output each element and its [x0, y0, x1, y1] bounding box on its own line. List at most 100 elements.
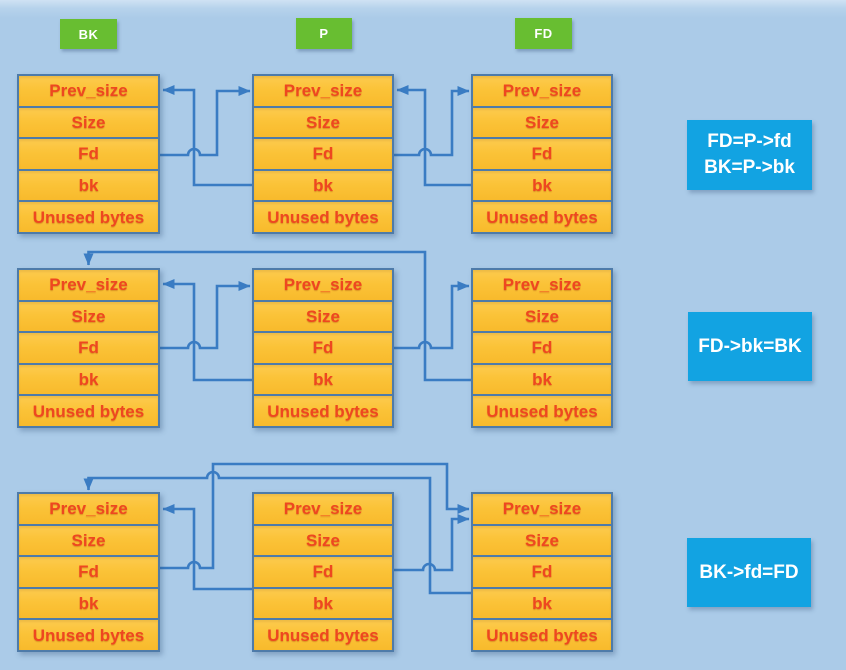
field-label: Unused bytes [486, 207, 598, 227]
field-unused-bytes: Unused bytes [473, 394, 611, 426]
field-label: bk [313, 594, 333, 614]
field-unused-bytes: Unused bytes [19, 200, 158, 232]
field-bk: bk [473, 168, 611, 201]
field-label: Unused bytes [486, 401, 598, 421]
arrow-step3-p-fd-to-fd [394, 514, 470, 572]
field-label: bk [78, 594, 99, 614]
operation-text: FD->bk=BK [698, 335, 802, 357]
field-label: Size [71, 306, 106, 326]
field-label: Prev_size [49, 81, 128, 101]
field-prev-size: Prev_size [254, 76, 392, 106]
field-fd: Fd [254, 137, 392, 169]
field-label: Unused bytes [267, 207, 379, 227]
field-label: Unused bytes [267, 625, 379, 645]
field-label: Size [305, 530, 341, 550]
arrow-step3-p-bk-to-bk [162, 504, 252, 591]
field-prev-size: Prev_size [19, 494, 158, 524]
field-label: Fd [78, 562, 99, 582]
field-size: Size [473, 299, 611, 332]
field-label: Prev_size [502, 81, 582, 101]
field-fd: Fd [473, 137, 611, 169]
field-size: Size [19, 105, 158, 138]
arrow-step1-bk-fd-to-p [160, 86, 251, 157]
column-tag-p: P [296, 18, 352, 49]
field-bk: bk [19, 362, 158, 395]
field-fd: Fd [254, 331, 392, 363]
arrow-step2-p-fd-to-fd [394, 281, 470, 350]
field-label: Unused bytes [267, 401, 379, 421]
field-label: bk [313, 370, 333, 390]
field-bk: bk [254, 586, 392, 619]
field-label: Fd [312, 338, 334, 358]
field-label: Unused bytes [32, 625, 145, 645]
field-unused-bytes: Unused bytes [254, 394, 392, 426]
field-label: Prev_size [502, 499, 582, 519]
field-size: Size [19, 523, 158, 556]
field-label: Fd [531, 338, 553, 358]
field-size: Size [19, 299, 158, 332]
field-unused-bytes: Unused bytes [473, 200, 611, 232]
field-prev-size: Prev_size [254, 270, 392, 300]
operation-text: BK->fd=FD [699, 561, 799, 583]
field-label: Size [71, 530, 106, 550]
field-prev-size: Prev_size [19, 270, 158, 300]
field-fd: Fd [254, 555, 392, 587]
column-tag-fd: FD [515, 18, 572, 49]
field-label: bk [78, 176, 99, 196]
column-tag-bk: BK [60, 19, 117, 49]
field-label: bk [78, 370, 99, 390]
field-label: Prev_size [49, 275, 128, 295]
field-unused-bytes: Unused bytes [19, 618, 158, 650]
operation-label-step3: BK->fd=FD [687, 538, 811, 607]
field-label: Size [524, 306, 560, 326]
field-size: Size [254, 105, 392, 138]
field-label: Fd [312, 562, 334, 582]
field-label: bk [532, 594, 552, 614]
arrow-step2-bk-fd-to-p [160, 281, 251, 350]
field-label: Prev_size [502, 275, 582, 295]
field-fd: Fd [19, 137, 158, 169]
operation-label-step2: FD->bk=BK [688, 312, 812, 381]
field-fd: Fd [473, 555, 611, 587]
arrow-step1-p-fd-to-fd [394, 86, 470, 157]
field-bk: bk [19, 168, 158, 201]
field-fd: Fd [19, 331, 158, 363]
field-prev-size: Prev_size [473, 76, 611, 106]
field-prev-size: Prev_size [473, 494, 611, 524]
field-label: Size [305, 112, 341, 132]
field-label: bk [313, 176, 333, 196]
field-label: Size [524, 530, 560, 550]
field-label: Prev_size [49, 499, 128, 519]
field-fd: Fd [473, 331, 611, 363]
arrow-step2-p-bk-to-bk [162, 279, 252, 382]
field-label: Unused bytes [32, 401, 145, 421]
field-bk: bk [19, 586, 158, 619]
field-size: Size [254, 523, 392, 556]
field-label: Fd [78, 144, 99, 164]
field-prev-size: Prev_size [19, 76, 158, 106]
field-unused-bytes: Unused bytes [254, 618, 392, 650]
field-prev-size: Prev_size [473, 270, 611, 300]
field-bk: bk [473, 586, 611, 619]
field-label: Fd [312, 144, 334, 164]
field-label: Fd [531, 562, 553, 582]
field-bk: bk [254, 362, 392, 395]
field-label: Unused bytes [486, 625, 598, 645]
field-label: bk [532, 176, 552, 196]
field-size: Size [473, 523, 611, 556]
field-unused-bytes: Unused bytes [473, 618, 611, 650]
arrow-step1-p-bk-to-bk [162, 85, 252, 187]
field-unused-bytes: Unused bytes [254, 200, 392, 232]
field-bk: bk [254, 168, 392, 201]
